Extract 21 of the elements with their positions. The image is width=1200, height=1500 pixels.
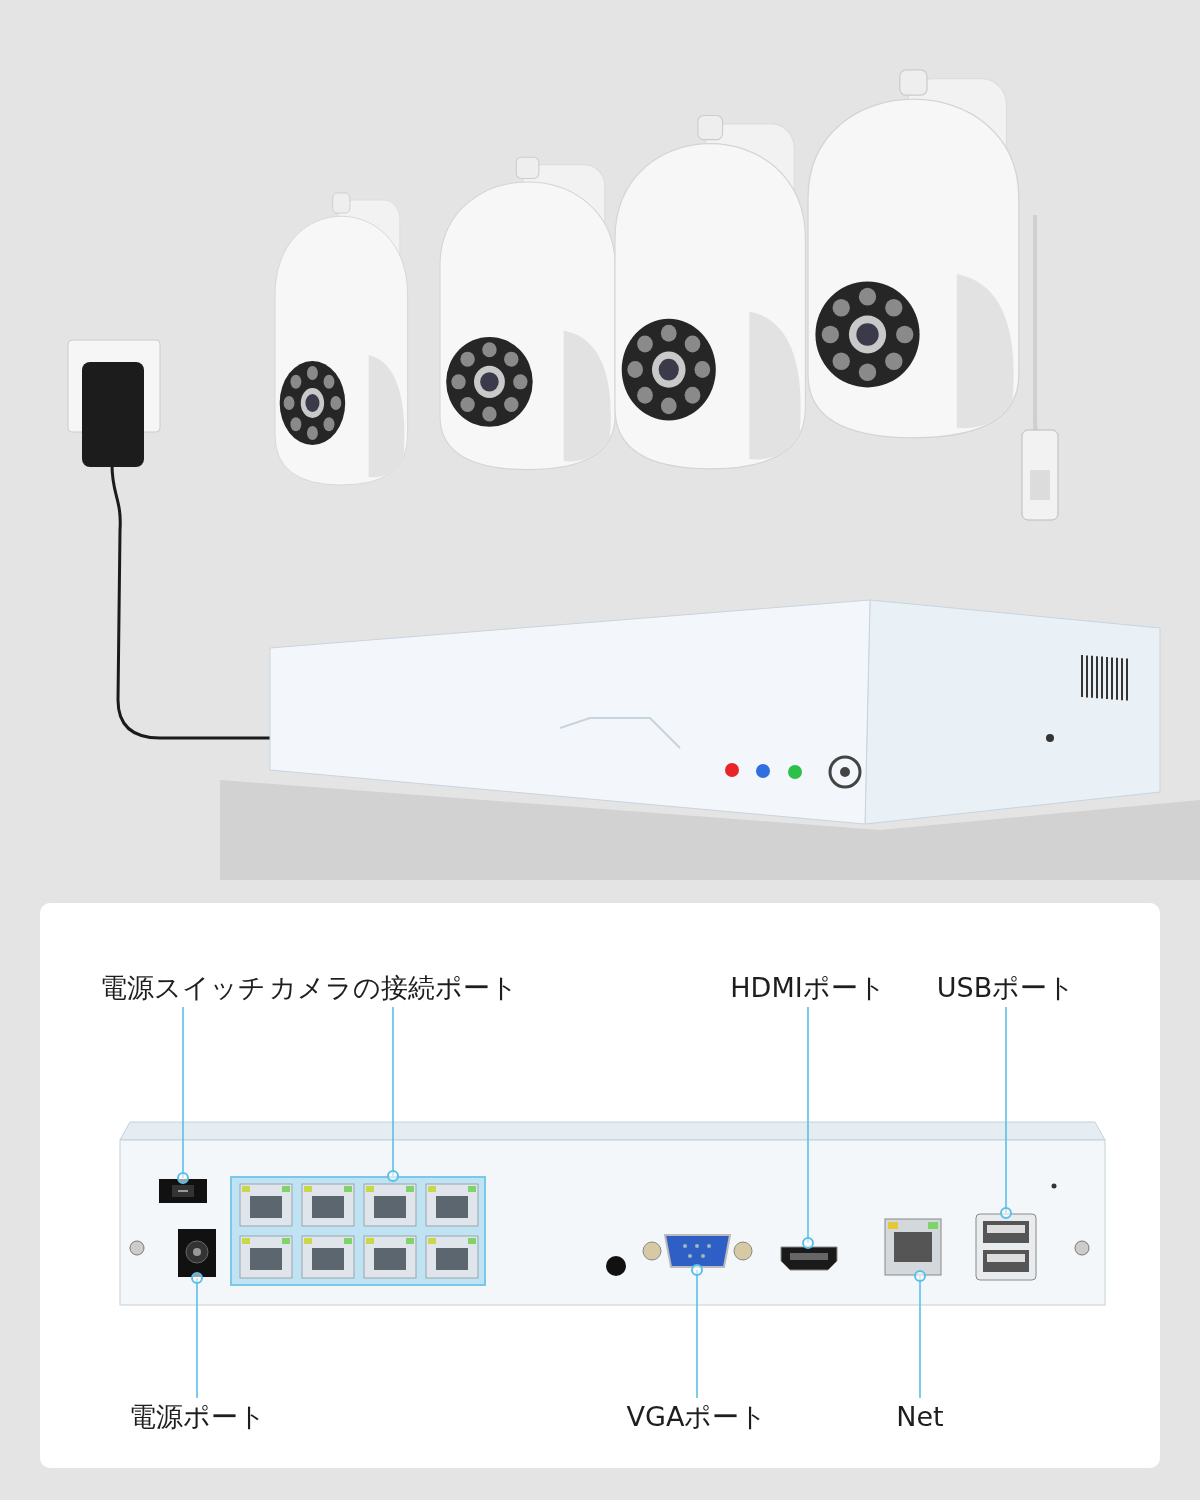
- port-label: USBポート: [936, 971, 1076, 1005]
- power-switch: [158, 1178, 208, 1204]
- power-jack: [177, 1228, 217, 1278]
- port-label: VGAポート: [626, 1400, 768, 1434]
- leader-line: [191, 1272, 203, 1399]
- vga-port: [640, 1232, 755, 1270]
- port-label: 電源スイッチ: [100, 971, 266, 1005]
- leader-line: [387, 1006, 399, 1182]
- leader-line: [691, 1264, 703, 1399]
- hdmi-port: [778, 1243, 840, 1273]
- port-label: 電源ポート: [128, 1400, 266, 1434]
- port-label: HDMIポート: [730, 971, 886, 1005]
- lan-port: [884, 1218, 942, 1276]
- port-label: カメラの接続ポート: [268, 971, 518, 1005]
- port-label: Net: [896, 1400, 944, 1434]
- leader-line: [914, 1270, 926, 1399]
- leader-line: [177, 1006, 189, 1184]
- leader-line: [1000, 1006, 1012, 1219]
- camera-port-panel: [230, 1176, 486, 1286]
- leader-line: [802, 1006, 814, 1249]
- usb-port: [975, 1213, 1037, 1281]
